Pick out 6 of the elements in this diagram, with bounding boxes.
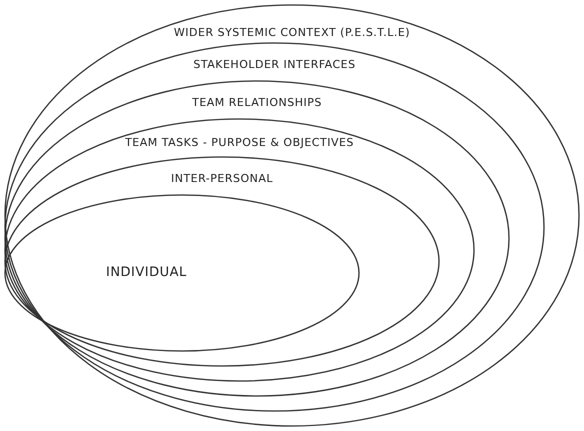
ring-label: WIDER SYSTEMIC CONTEXT (P.E.S.T.L.E) — [174, 26, 410, 39]
ring-label: INTER-PERSONAL — [170, 172, 274, 185]
ring-label: TEAM TASKS - PURPOSE & OBJECTIVES — [125, 136, 354, 149]
ring-label: STAKEHOLDER INTERFACES — [193, 58, 356, 71]
ring-label: TEAM RELATIONSHIPS — [192, 96, 322, 109]
ring-label: INDIVIDUAL — [106, 265, 187, 280]
